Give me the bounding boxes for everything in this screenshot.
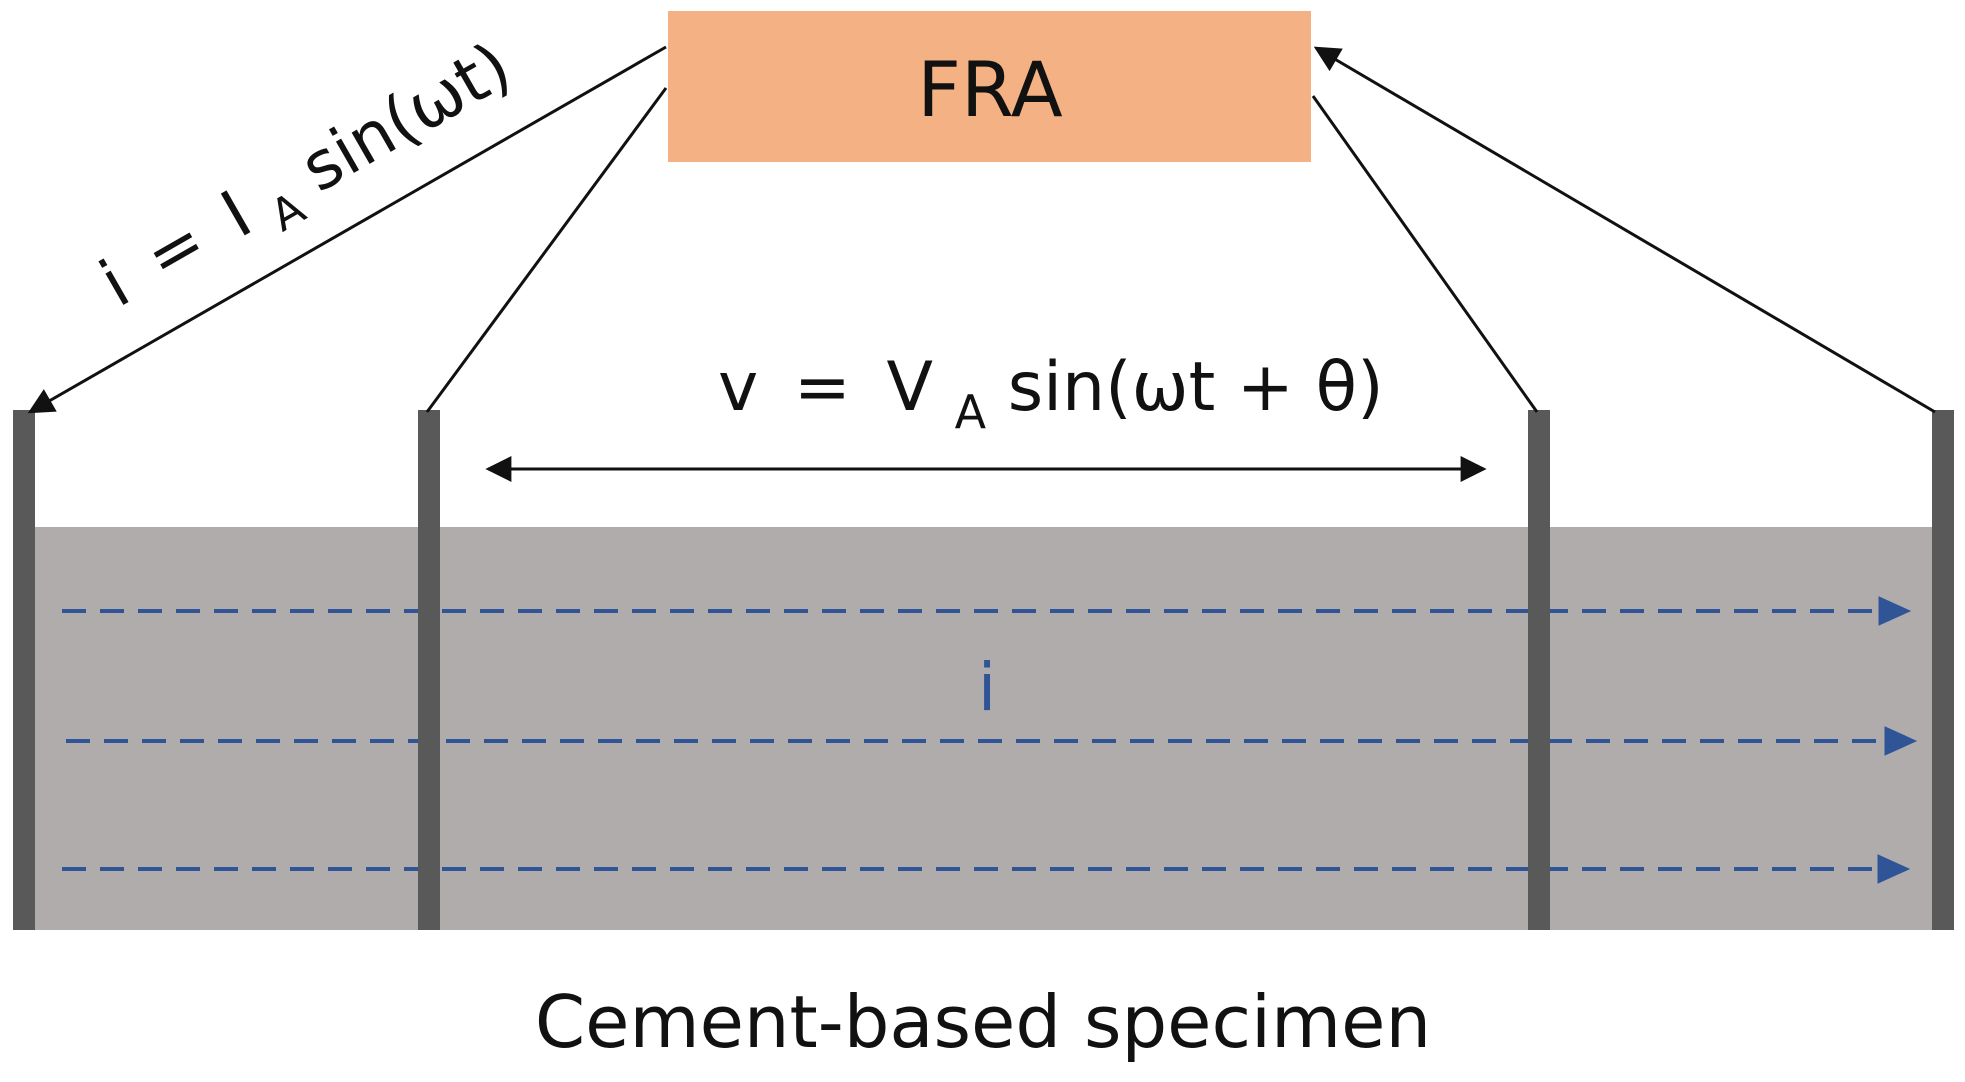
electrode-inner-right (1528, 410, 1550, 930)
wires (27, 45, 1936, 414)
voltage-eq-equals: = (794, 348, 851, 427)
voltage-eq-variable: v (718, 348, 758, 427)
current-eq-amplitude: I (209, 176, 264, 252)
svg-text:i = I A: i = I A sin(ωt) (88, 27, 532, 336)
specimen-label: Cement-based specimen (535, 980, 1431, 1064)
wire-voltage-left (425, 87, 668, 413)
cement-specimen (18, 527, 1948, 930)
electrode-outer-right (1932, 410, 1954, 930)
voltage-eq-subscript: A (955, 385, 987, 439)
current-flow-arrowhead-middle (1884, 726, 1918, 756)
current-flow-arrowhead-top (1878, 596, 1912, 626)
current-flow-label: i (978, 649, 996, 726)
fra-box (668, 11, 1311, 162)
wire-voltage-right (1311, 95, 1539, 413)
electrode-inner-left (418, 410, 440, 930)
current-equation: i = I A sin(ωt) (88, 27, 532, 336)
voltage-equation: v = V A sin(ωt + θ) (718, 348, 1384, 445)
current-flow-arrowhead-bottom (1877, 854, 1911, 884)
fra-label: FRA (917, 45, 1062, 134)
current-eq-variable: i (88, 246, 142, 322)
wire-current-return (1313, 46, 1936, 414)
current-eq-equals: = (132, 202, 218, 296)
current-eq-function: sin(ωt) (288, 27, 523, 207)
wire-current-out (27, 45, 667, 414)
electrodes (13, 410, 1954, 930)
voltage-eq-amplitude: V (886, 348, 933, 427)
electrode-outer-left (13, 410, 35, 930)
voltage-eq-function: sin(ωt + θ) (1008, 348, 1384, 427)
current-flow-lines (62, 596, 1918, 884)
current-eq-subscript: A (262, 183, 313, 242)
